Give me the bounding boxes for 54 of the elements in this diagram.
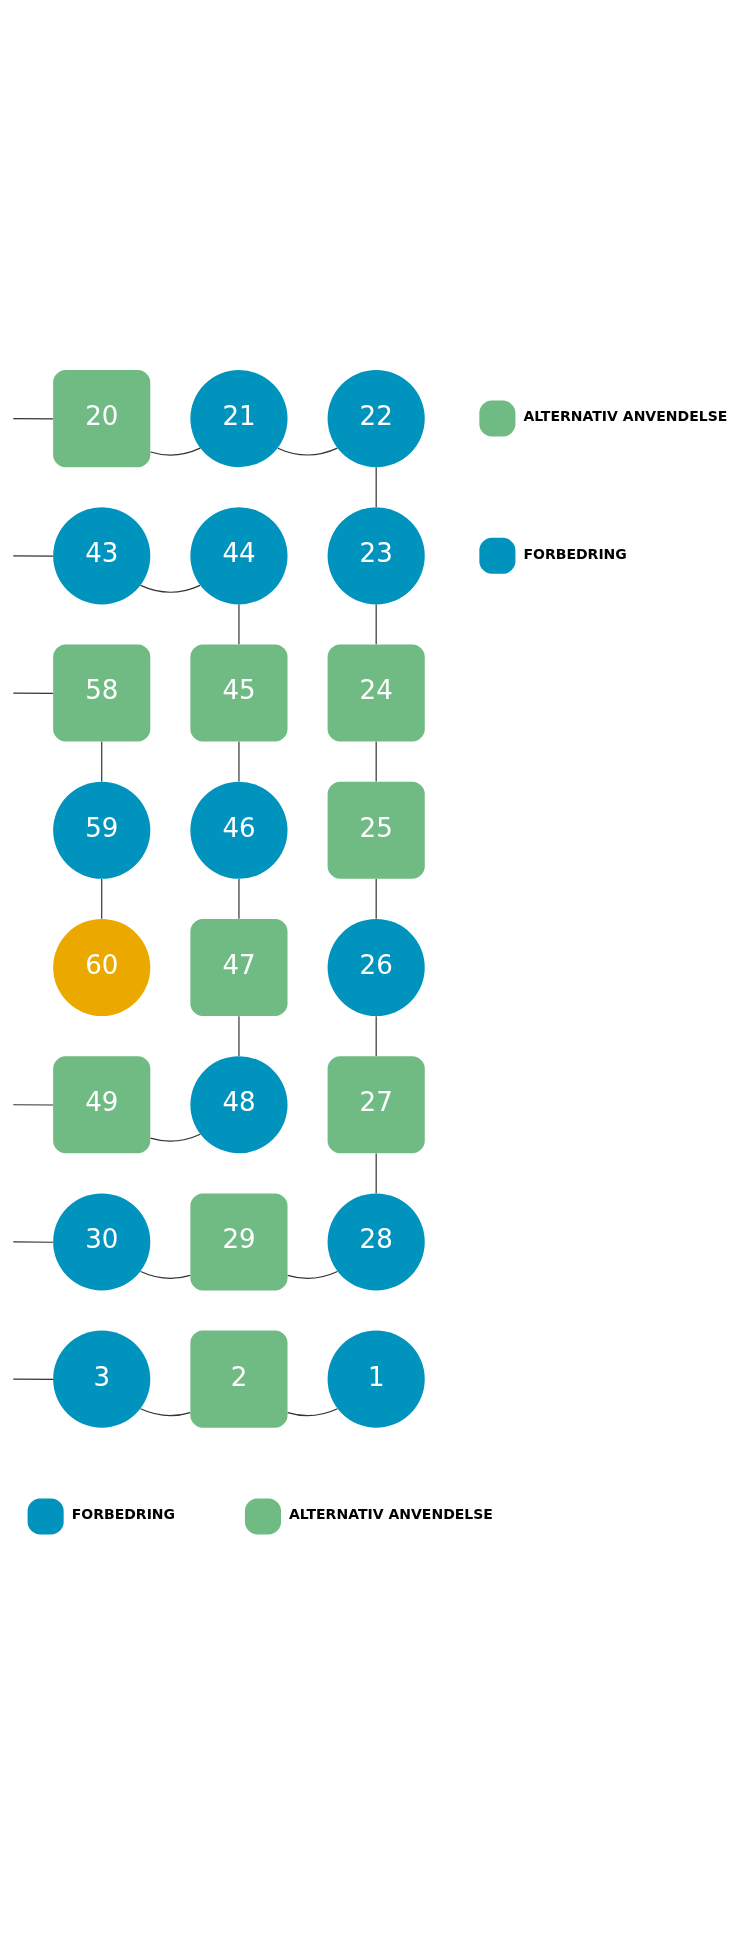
node-circle: 30 (53, 1192, 151, 1291)
node-circle: 59 (53, 781, 151, 879)
connector (101, 877, 103, 919)
legend-label: ALTERNATIV ANVENDELSE (523, 407, 728, 424)
connector (238, 603, 240, 645)
node-circle: 44 (190, 506, 288, 604)
connector (375, 1015, 377, 1057)
node-box: 58 (53, 643, 151, 742)
connector (375, 603, 377, 645)
connector (238, 1015, 240, 1057)
connector (287, 1270, 339, 1279)
connector (238, 740, 240, 782)
connector (287, 1407, 339, 1416)
connector (12, 554, 54, 557)
node-circle: 43 (53, 506, 151, 604)
connector (140, 1407, 191, 1416)
connector (149, 447, 201, 456)
node-box: 2 (190, 1330, 288, 1428)
node-circle: 46 (190, 781, 288, 879)
node-circle: 21 (190, 369, 288, 467)
node-box: 20 (53, 369, 151, 467)
connector (12, 1103, 54, 1106)
node-box: 47 (190, 918, 288, 1016)
node-circle: 48 (190, 1055, 288, 1153)
node-circle: 23 (327, 506, 425, 604)
connector (375, 877, 377, 919)
connector (375, 1152, 377, 1194)
node-box: 49 (53, 1055, 151, 1153)
connector (12, 417, 54, 419)
node-box: 25 (327, 781, 425, 879)
node-box: 45 (190, 643, 288, 742)
node-box: 29 (190, 1192, 288, 1291)
legend-label: ALTERNATIV ANVENDELSE (289, 1505, 493, 1522)
node-box: 27 (327, 1055, 425, 1153)
legend-label: FORBEDRING (523, 545, 627, 562)
node-circle: 28 (327, 1192, 425, 1291)
node-circle: 60 (53, 918, 151, 1016)
connector (375, 740, 377, 782)
node-circle: 1 (327, 1330, 425, 1428)
connector (149, 1133, 201, 1142)
connector (140, 584, 201, 593)
connector (277, 447, 338, 456)
node-circle: 26 (327, 918, 425, 1016)
connector (12, 1240, 54, 1243)
node-circle: 3 (53, 1330, 151, 1428)
connector (101, 740, 103, 782)
node-circle: 22 (327, 369, 425, 467)
connector (238, 877, 240, 919)
connector (140, 1270, 191, 1279)
connector (12, 1378, 54, 1380)
node-box: 24 (327, 643, 425, 742)
legend-label: FORBEDRING (71, 1505, 176, 1522)
connector (12, 691, 54, 694)
connector (375, 466, 377, 508)
